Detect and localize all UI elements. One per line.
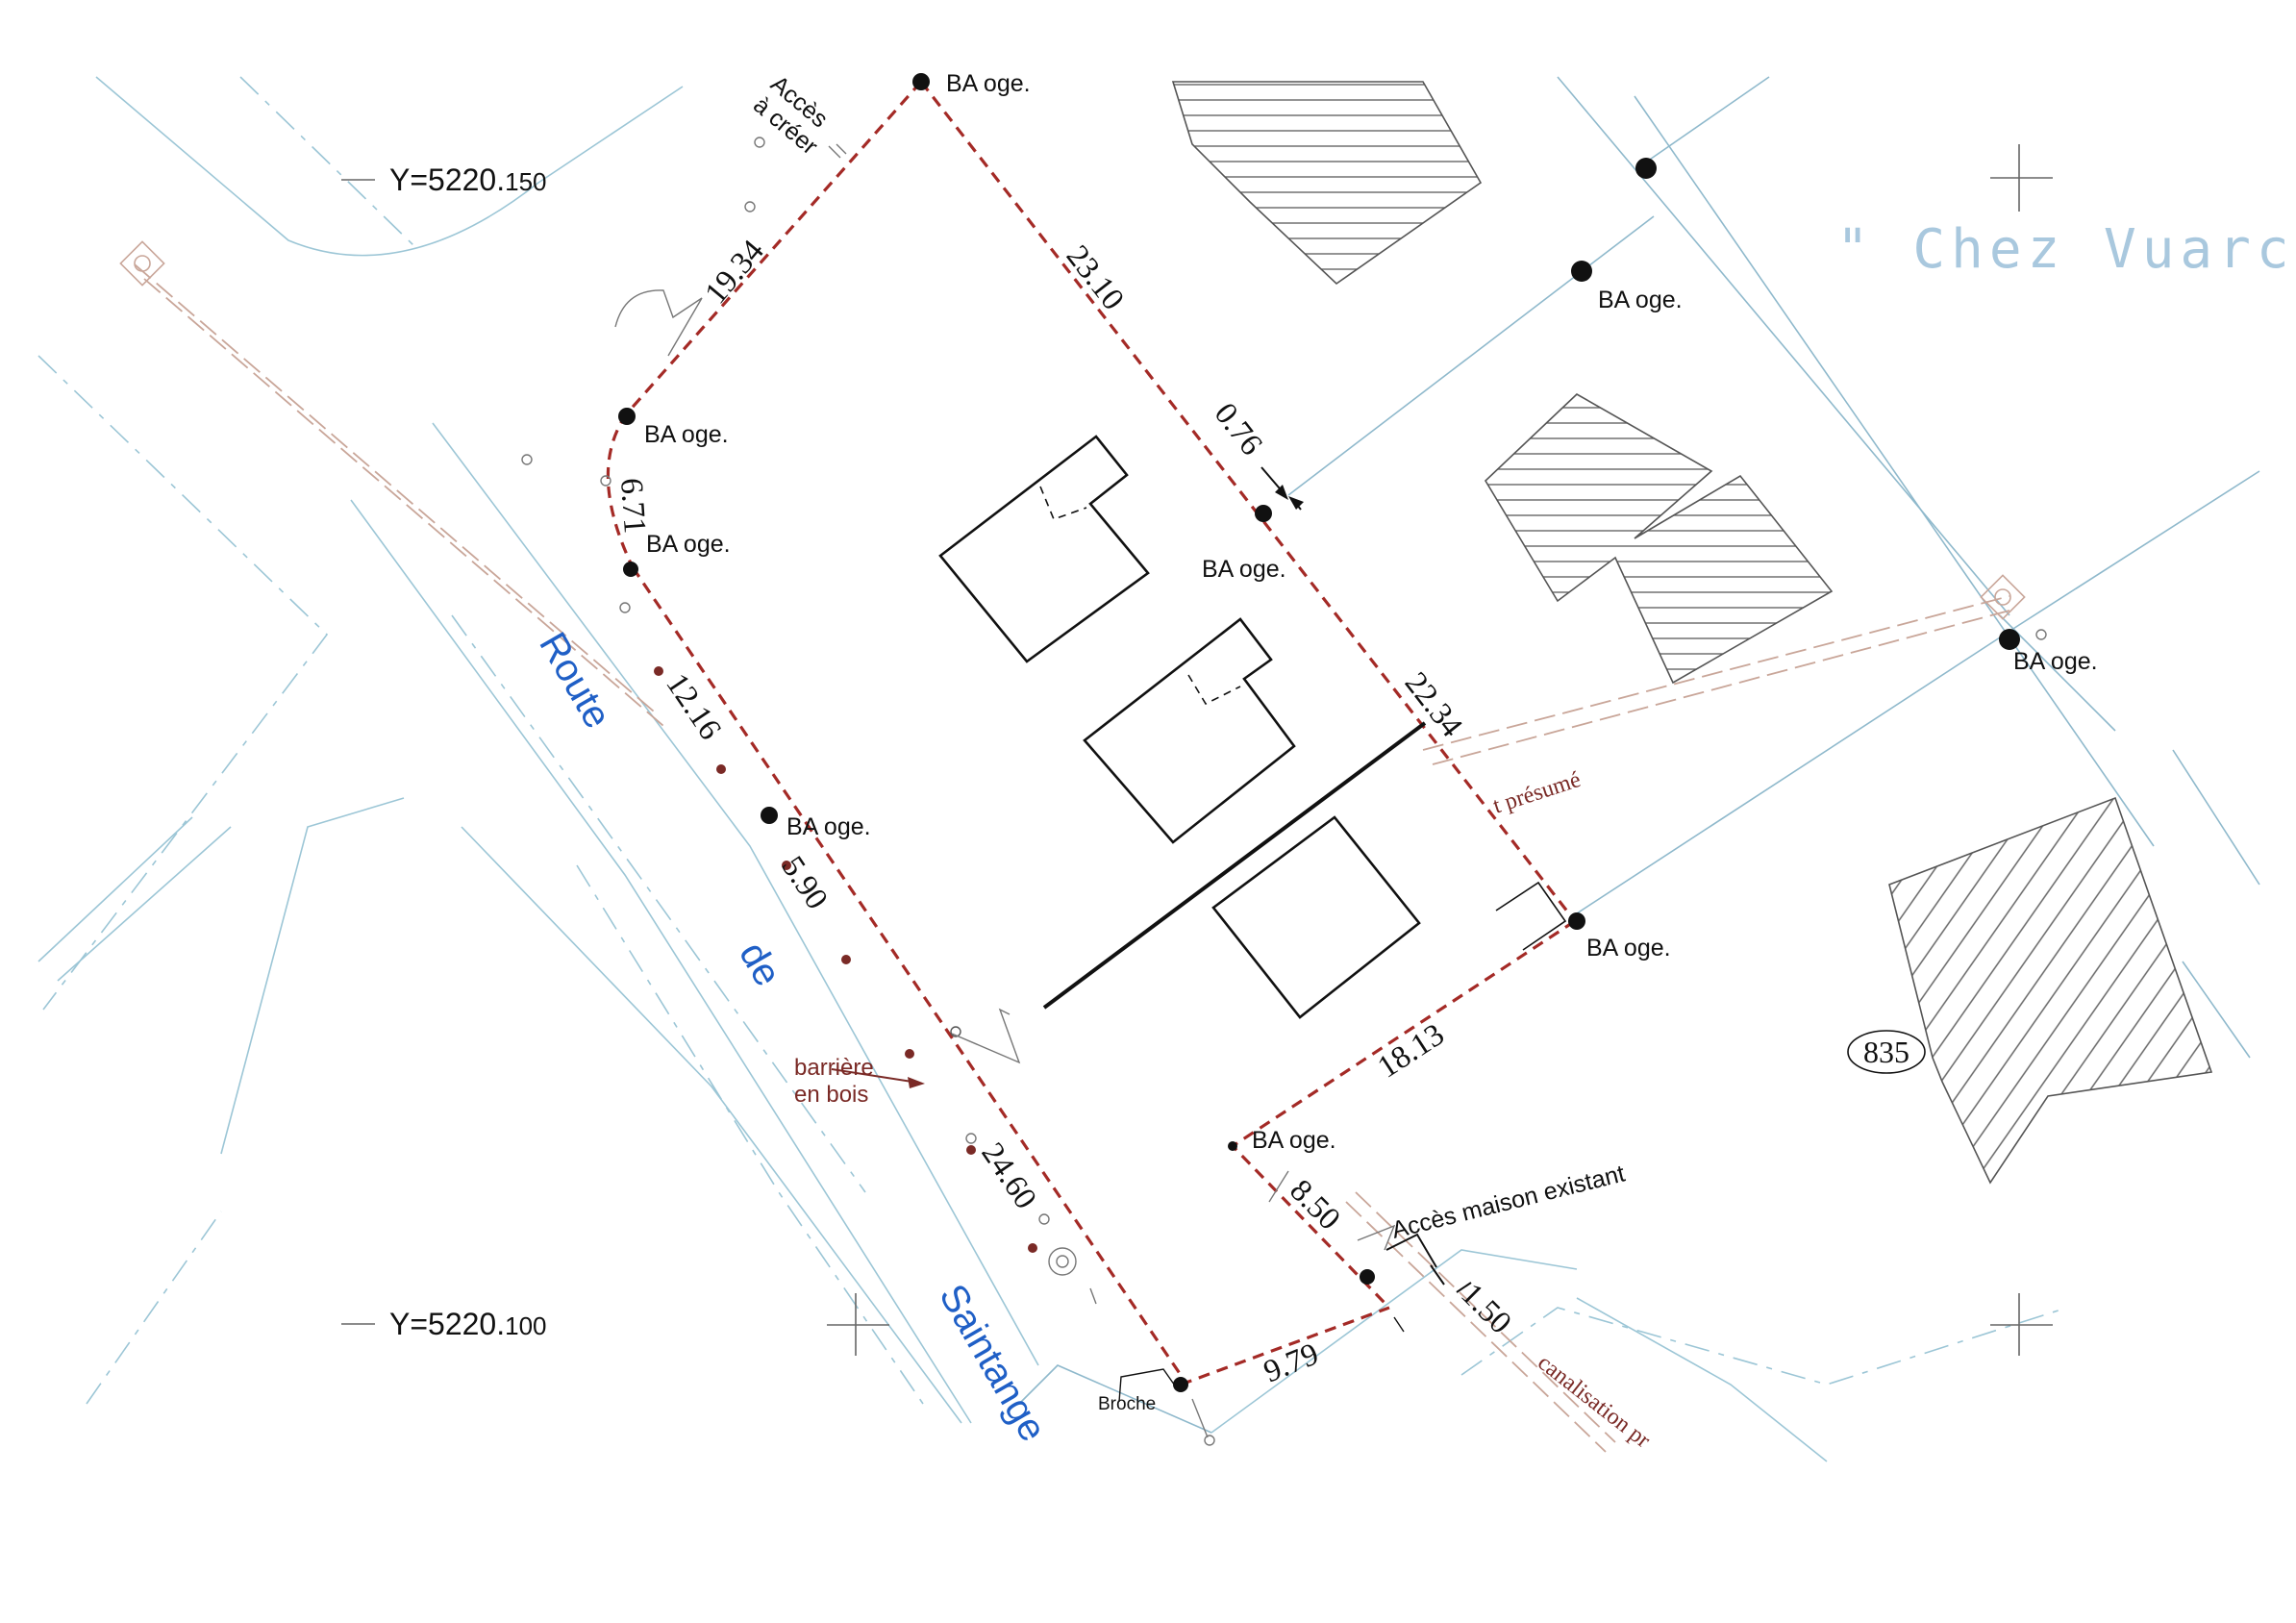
place-name: " Chez Vuarch: [1836, 218, 2296, 281]
coordinate-bottom: Y=5220.100: [389, 1307, 547, 1341]
barriere-line2: en bois: [794, 1082, 868, 1108]
dimension-23-10: 23.10: [1060, 239, 1131, 317]
access-details: [614, 143, 1405, 1438]
dimension-8-50: 8.50: [1283, 1173, 1346, 1236]
marker-label: BA oge.: [2013, 648, 2098, 675]
marker-label: BA oge.: [646, 531, 731, 558]
road-name-de: de: [731, 936, 788, 994]
pipe-presume-note: t présumé: [1490, 767, 1584, 819]
marker-label: BA oge.: [786, 813, 871, 840]
road-name-saintange: Saintange: [931, 1278, 1054, 1449]
survey-monuments: [119, 240, 2026, 620]
neighbouring-buildings: [1171, 81, 2213, 1185]
broche-corner-mark: [1118, 1368, 1178, 1403]
dimension-arrows: [831, 466, 1472, 1293]
parcel-number: 835: [1863, 1035, 1909, 1069]
fence-posts: [521, 137, 2047, 1446]
boundary-markers: [618, 73, 2020, 1392]
cadastre-lines: [1018, 76, 2260, 1434]
parcel-number-ellipse: [1847, 1030, 1926, 1074]
dimension-12-16: 12.16: [659, 667, 727, 746]
marker-label: BA oge.: [1586, 935, 1671, 961]
marker-label: BA oge.: [946, 70, 1031, 97]
dimension-9-79: 9.79: [1260, 1336, 1324, 1389]
marker-label: BA oge.: [1598, 287, 1683, 313]
dimension-0-76: 0.76: [1208, 397, 1269, 462]
road-edges: [37, 76, 2068, 1462]
dimension-6-71: 6.71: [613, 477, 652, 535]
coordinate-top: Y=5220.150: [389, 162, 547, 197]
dimension-19-34: 19.34: [699, 234, 771, 311]
building-limit-line: [1042, 721, 1427, 1010]
marker-label: BA oge.: [644, 421, 729, 448]
pipe-canalisation-note: canalisation pr: [1533, 1350, 1655, 1453]
corner-mark: [1495, 881, 1567, 951]
barriere-line1: barrière: [794, 1055, 874, 1081]
dimension-24-60: 24.60: [974, 1136, 1042, 1215]
marker-label: BA oge.: [1252, 1127, 1336, 1154]
acces-existant-label: Accès maison existant: [1389, 1160, 1628, 1243]
broche-label: Broche: [1098, 1394, 1156, 1414]
grid-crosses: [341, 144, 2053, 1356]
planned-houses: [938, 435, 1421, 1019]
road-name-route: Route: [531, 626, 618, 736]
pipelines: [134, 263, 2010, 1453]
marker-label: BA oge.: [1202, 556, 1286, 583]
